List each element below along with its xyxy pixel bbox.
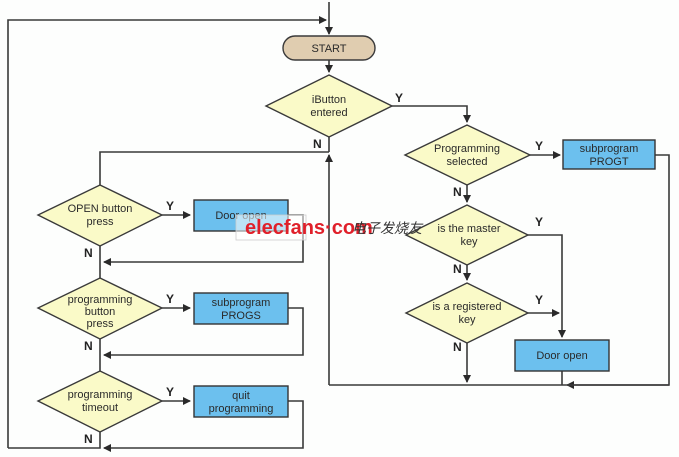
process-door-open-right: Door open (514, 339, 610, 372)
decision-open-button-press: OPEN button press (36, 184, 164, 247)
process-quit-programming: quit programming (193, 385, 289, 418)
arrow-ibutton-yes (392, 105, 471, 123)
line-timeout-no (8, 432, 101, 449)
svg-text:Door open: Door open (536, 350, 587, 362)
svg-text:programming: programming (68, 389, 133, 401)
start-label: START (311, 43, 346, 55)
label-y: Y (395, 91, 403, 105)
svg-text:press: press (87, 216, 114, 228)
label-n: N (313, 137, 322, 151)
label-y: Y (535, 139, 543, 153)
watermark-text: elecfans·com (245, 217, 373, 239)
decision-master-key: is the master key (404, 204, 530, 266)
svg-text:programming: programming (68, 294, 133, 306)
label-n: N (453, 340, 462, 354)
label-y: Y (166, 199, 174, 213)
arrow-master-yes (528, 234, 566, 338)
svg-text:Programming: Programming (434, 143, 500, 155)
label-n: N (453, 185, 462, 199)
svg-text:entered: entered (310, 107, 347, 119)
svg-text:subprogram: subprogram (212, 297, 271, 309)
svg-text:iButton: iButton (312, 94, 346, 106)
svg-text:PROGT: PROGT (589, 156, 628, 168)
label-y: Y (166, 385, 174, 399)
arrow-quit-return (103, 400, 304, 452)
svg-text:key: key (460, 236, 478, 248)
svg-text:programming: programming (209, 403, 274, 415)
svg-text:selected: selected (447, 156, 488, 168)
svg-text:OPEN button: OPEN button (68, 203, 133, 215)
decision-programming-selected: Programming selected (403, 124, 532, 186)
branch-labels: Y N Y N Y N Y N Y N Y N Y N (84, 91, 543, 446)
decision-programming-timeout: programming timeout (36, 370, 164, 433)
label-y: Y (535, 293, 543, 307)
label-y: Y (166, 292, 174, 306)
label-n: N (453, 262, 462, 276)
label-n: N (84, 432, 93, 446)
svg-text:quit: quit (232, 390, 250, 402)
watermark: elecfans·com 电子发烧友 (235, 214, 424, 241)
arrow-to-open-button (96, 151, 329, 198)
start-terminal: START (282, 35, 376, 61)
decision-ibutton-entered: iButton entered (264, 74, 394, 138)
svg-text:is a registered: is a registered (432, 301, 501, 313)
label-n: N (84, 339, 93, 353)
svg-text:press: press (87, 318, 114, 330)
decision-programming-button-press: programming button press (36, 277, 164, 340)
label-n: N (84, 246, 93, 260)
process-subprogram-progs: subprogram PROGS (193, 292, 289, 325)
decision-registered-key: is a registered key (404, 282, 530, 344)
svg-text:subprogram: subprogram (580, 143, 639, 155)
arrow-main-loop (7, 16, 327, 448)
watermark-cn-text: 电子发烧友 (352, 221, 424, 237)
svg-text:is the master: is the master (438, 223, 501, 235)
svg-text:key: key (458, 314, 476, 326)
svg-text:timeout: timeout (82, 402, 118, 414)
process-subprogram-progt: subprogram PROGT (562, 139, 656, 170)
svg-text:button: button (85, 306, 116, 318)
label-y: Y (535, 215, 543, 229)
svg-text:PROGS: PROGS (221, 310, 261, 322)
arrow-progs-return (103, 307, 304, 359)
